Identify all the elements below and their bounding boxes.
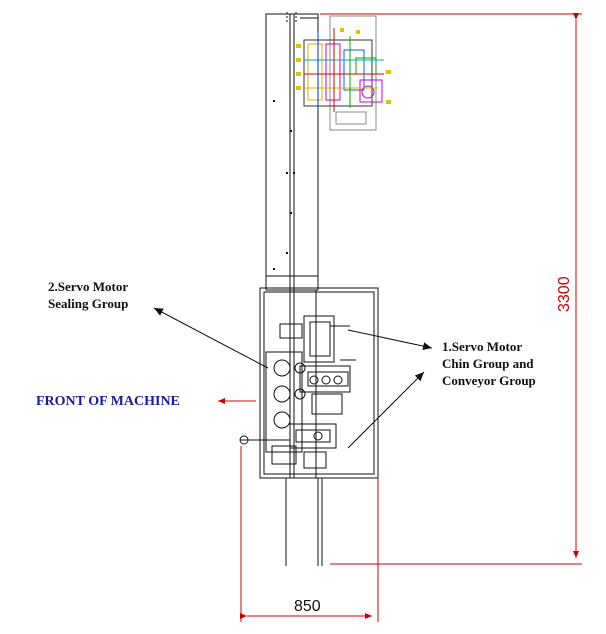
servo-sealing-label: 2.Servo Motor Sealing Group <box>48 278 128 312</box>
width-dimension <box>240 446 379 622</box>
callout-arrows <box>153 307 433 449</box>
width-dimension-text: 850 <box>294 598 321 615</box>
servo-sealing-line-1: 2.Servo Motor <box>48 279 129 294</box>
servo-chin-line-1: 1.Servo Motor <box>442 339 523 354</box>
height-dimension-text: 3300 <box>556 276 573 312</box>
servo-chin-label: 1.Servo Motor Chin Group and Conveyor Gr… <box>442 338 536 389</box>
top-mechanism <box>296 15 391 131</box>
height-dimension <box>320 13 582 565</box>
front-of-machine-label: FRONT OF MACHINE <box>36 394 180 409</box>
machine-cabinet <box>239 287 379 566</box>
servo-chin-line-2: Chin Group and <box>442 356 534 371</box>
servo-chin-line-3: Conveyor Group <box>442 373 536 388</box>
tower-column <box>265 12 319 291</box>
servo-sealing-line-2: Sealing Group <box>48 296 129 311</box>
